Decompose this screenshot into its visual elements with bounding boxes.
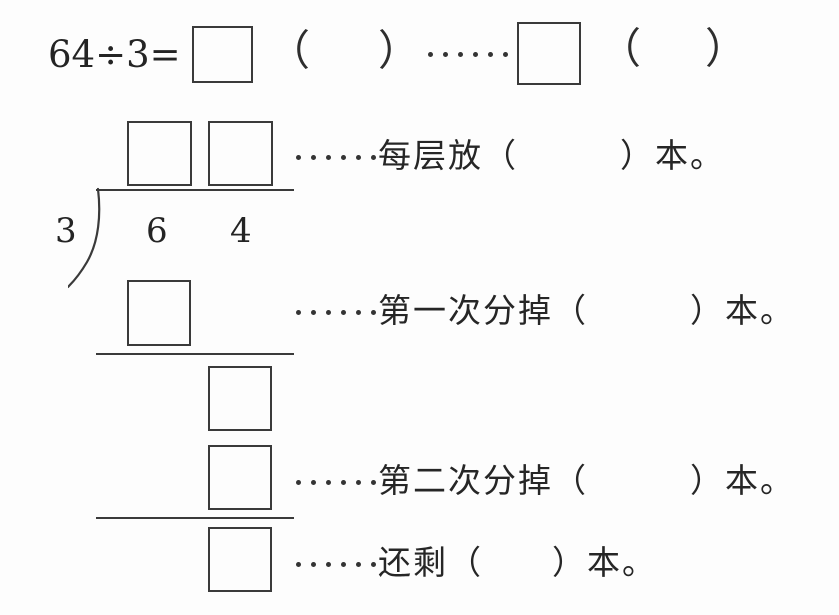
leader-dot xyxy=(341,155,346,160)
leader-dot xyxy=(341,562,346,567)
leader-dot xyxy=(488,52,493,57)
leader-dot xyxy=(296,480,301,485)
equation-unit-paren-open: （ xyxy=(268,26,311,75)
dividend-digit-ones: 4 xyxy=(230,211,252,251)
equation-unit-paren-close: ） xyxy=(378,26,421,75)
leader-dot xyxy=(296,562,301,567)
leader-dot xyxy=(473,52,478,57)
equation-expression: 64÷3= xyxy=(48,33,181,76)
annotation-remainder-text: 还剩（ xyxy=(378,543,483,582)
leader-dot xyxy=(443,52,448,57)
annotation-first-distribution-tail: ）本。 xyxy=(690,291,795,330)
leader-dot xyxy=(311,155,316,160)
leader-dot xyxy=(341,310,346,315)
second-subtraction-box[interactable] xyxy=(208,445,272,510)
leader-dot xyxy=(311,480,316,485)
annotation-dot-leader-per-layer xyxy=(296,155,376,160)
leader-dot xyxy=(296,310,301,315)
annotation-per-layer-tail: ）本。 xyxy=(620,136,725,175)
leader-dot xyxy=(428,52,433,57)
leader-dot xyxy=(296,155,301,160)
leader-dot xyxy=(356,155,361,160)
second-subtraction-rule xyxy=(96,517,294,519)
leader-dot xyxy=(458,52,463,57)
leader-dot xyxy=(371,480,376,485)
equation-dot-leader xyxy=(428,52,508,57)
annotation-dot-leader-second xyxy=(296,480,376,485)
final-remainder-box[interactable] xyxy=(208,527,272,592)
annotation-per-layer-text: 每层放（ xyxy=(378,136,518,175)
division-bracket-icon xyxy=(68,187,101,289)
annotation-first-distribution-text: 第一次分掉（ xyxy=(378,291,588,330)
leader-dot xyxy=(356,562,361,567)
leader-dot xyxy=(326,562,331,567)
division-bar xyxy=(96,189,294,191)
quotient-answer-box[interactable] xyxy=(192,26,253,83)
quotient-tens-box[interactable] xyxy=(127,121,192,186)
leader-dot xyxy=(311,310,316,315)
long-division-divisor: 3 xyxy=(55,211,77,251)
bring-down-box[interactable] xyxy=(208,366,272,431)
leader-dot xyxy=(341,480,346,485)
dividend-digit-tens: 6 xyxy=(146,211,168,251)
leader-dot xyxy=(371,562,376,567)
annotation-second-distribution-text: 第二次分掉（ xyxy=(378,461,588,500)
remainder-answer-box[interactable] xyxy=(517,22,581,85)
first-subtraction-rule xyxy=(96,353,294,355)
leader-dot xyxy=(356,310,361,315)
leader-dot xyxy=(311,562,316,567)
leader-dot xyxy=(356,480,361,485)
equation-remainder-paren-close: ） xyxy=(705,24,748,73)
leader-dot xyxy=(326,310,331,315)
annotation-remainder-tail: ）本。 xyxy=(552,543,657,582)
leader-dot xyxy=(503,52,508,57)
first-subtraction-box[interactable] xyxy=(127,280,191,346)
equation-remainder-paren-open: （ xyxy=(599,24,642,73)
annotation-second-distribution-tail: ）本。 xyxy=(690,461,795,500)
leader-dot xyxy=(371,310,376,315)
quotient-ones-box[interactable] xyxy=(208,121,273,186)
leader-dot xyxy=(326,480,331,485)
annotation-dot-leader-first xyxy=(296,310,376,315)
leader-dot xyxy=(326,155,331,160)
annotation-dot-leader-remainder xyxy=(296,562,376,567)
leader-dot xyxy=(371,155,376,160)
